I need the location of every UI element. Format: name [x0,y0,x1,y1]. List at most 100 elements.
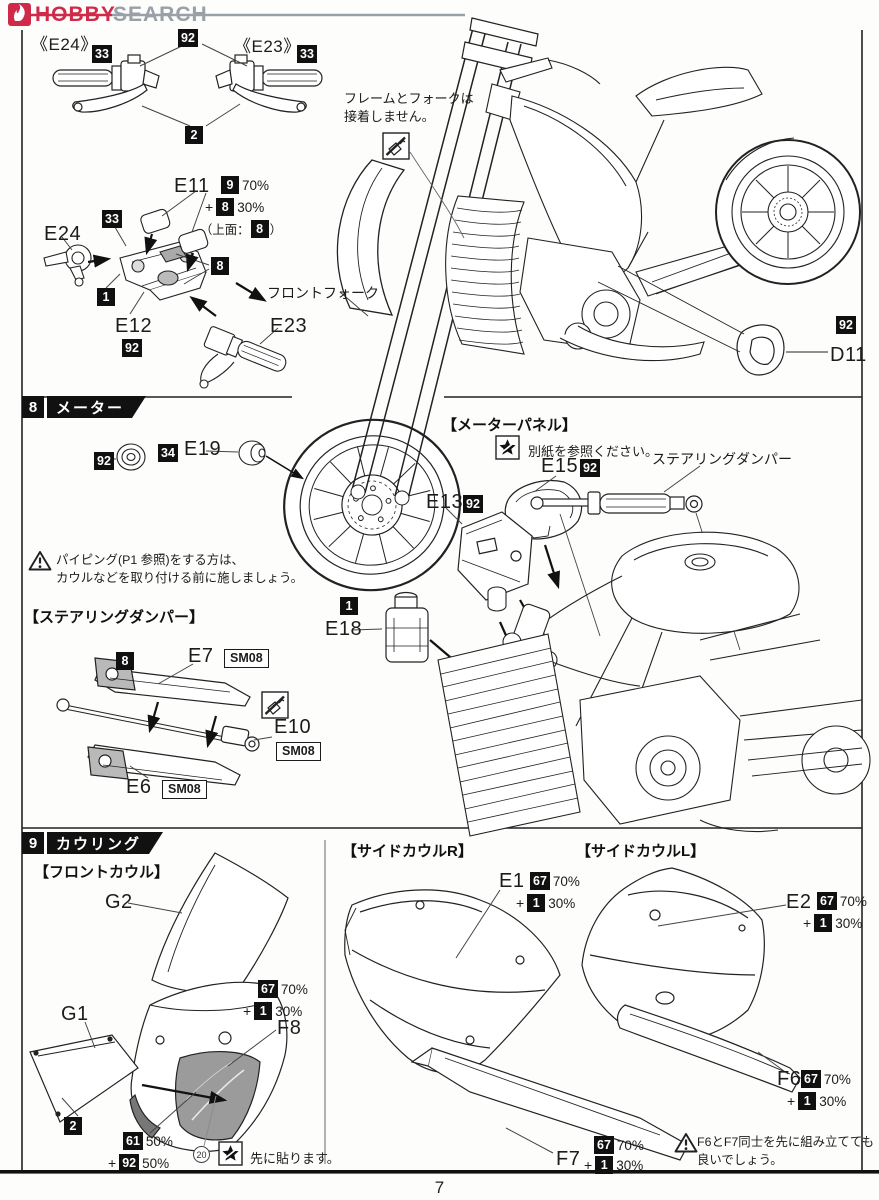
side-cowl-l-drawing [581,867,765,1042]
paint-badge-1: 1 [340,597,358,616]
subassembly-e23-heading: 《E23》 [234,37,301,56]
f7-paint-callout-2: + 1 30% [584,1156,643,1175]
paint-badge-67: 67 [594,1136,614,1155]
paint-badge-92: 92 [122,339,142,358]
section-8-header: 8 メーター [22,396,146,418]
paint-pct: 30% [819,1093,847,1109]
warning-icon [28,550,52,571]
subassembly-e24-heading: 《E24》 [31,35,98,54]
e19-arrow [265,455,305,480]
part-tag-sm08: SM08 [276,742,321,761]
screen-paint-callout-2: + 92 50% [108,1154,170,1173]
f6-strip-drawing [616,1004,801,1093]
no-glue-icon [381,131,411,161]
front-fork-label: フロントフォーク [267,285,379,301]
f8-paint-callout-1: 67 70% [258,980,308,999]
motorcycle-mid-drawing [437,531,871,837]
part-label-e6: E6 [126,776,152,798]
plus-sign: + [584,1157,593,1174]
meter-parts-drawing [116,440,266,471]
paint-badge-2: 2 [185,126,203,145]
section-number: 9 [22,832,44,854]
paint-badge-92: 92 [580,459,600,478]
paint-badge-8: 8 [250,220,269,239]
paint-badge-2: 2 [64,1117,82,1136]
no-glue-note-line1: フレームとフォークは [344,91,474,106]
paint-badge-92: 92 [94,452,114,471]
damper-kit-drawing [56,657,260,786]
page-number: 7 [434,1178,445,1197]
paint-badge-8: 8 [116,652,134,671]
paint-badge-33: 33 [92,45,112,64]
note-pre: （上面： [200,223,250,238]
top-callout-lines [139,43,248,127]
e11-paint-callout-1: 9 70% [221,176,270,195]
e1-paint-callout-2: + 1 30% [516,894,575,913]
f8-paint-callout-2: + 1 30% [243,1002,302,1021]
plus-sign: + [243,1003,252,1020]
g1-arrow [141,1083,228,1104]
part-label-e24: E24 [44,223,82,245]
section-number: 8 [22,396,44,418]
part-label-f7: F7 [556,1148,581,1170]
e18-bottle-drawing [385,591,429,663]
plus-sign: + [108,1155,117,1172]
no-glue-note-line2: 接着しません。 [344,109,435,124]
part-label-e12: E12 [115,315,153,337]
part-label-e10: E10 [274,716,312,738]
paint-badge-1: 1 [254,1002,273,1021]
d11-part-drawing [597,265,828,376]
paint-badge-33: 33 [297,45,317,64]
e1-paint-callout-1: 67 70% [530,872,580,891]
paint-pct: 50% [142,1155,170,1171]
section-title: カウリング [47,832,163,854]
e2-paint-callout-1: 67 70% [817,892,867,911]
plus-sign: + [803,915,812,932]
side-cowl-r-heading: 【サイドカウルR】 [342,843,473,860]
part-label-d11: D11 [830,344,867,366]
front-wheel-drawing [283,418,461,592]
paint-badge-67: 67 [801,1070,821,1089]
part-label-e19: E19 [184,438,222,460]
part-label-f6: F6 [777,1068,802,1090]
e23-part-drawing [199,326,287,389]
piping-warning-line2: カウルなどを取り付ける前に施しましょう。 [56,571,304,585]
paint-pct: 30% [835,915,863,931]
part-tag-sm08: SM08 [162,780,207,799]
side-l-leaders [657,904,789,1075]
steering-damper-drawing [530,491,703,515]
steering-damper-label: ステアリングダンパー [652,451,792,467]
paint-pct: 50% [145,1133,173,1149]
paint-pct: 70% [242,177,270,193]
top-assembly-arrows [87,233,267,317]
paint-badge-61: 61 [123,1132,143,1151]
e2-paint-callout-2: + 1 30% [803,914,863,933]
star-icon [495,435,520,460]
part-tag-sm08: SM08 [224,649,269,668]
g1-screen-drawing [29,1034,139,1123]
paint-badge-67: 67 [817,892,837,911]
decal-note: 先に貼ります。 [250,1151,340,1166]
plus-sign: + [516,895,525,912]
no-glue-icon [260,690,290,720]
g2-windscreen-drawing [151,852,289,993]
paint-badge-8: 8 [211,257,229,276]
front-fender-drawing [336,159,406,316]
part-label-e2: E2 [786,891,812,913]
hobby-search-flame-icon [8,3,31,26]
paint-pct: 70% [823,1071,851,1087]
handlebar-e24-drawing [52,54,160,113]
e13-bracket-drawing [457,511,533,601]
f7-strip-drawing [410,1047,689,1161]
paint-badge-92: 92 [119,1154,140,1173]
side-cowl-r-drawing [344,889,561,1074]
part-label-f8: F8 [277,1017,302,1039]
part-label-e23: E23 [270,315,308,337]
note-post: ） [269,223,282,238]
paint-badge-1: 1 [97,288,115,307]
paint-badge-8: 8 [216,198,235,217]
f6-f7-warning-line2: 良いでしょう。 [697,1153,783,1167]
paint-badge-92: 92 [178,29,198,48]
